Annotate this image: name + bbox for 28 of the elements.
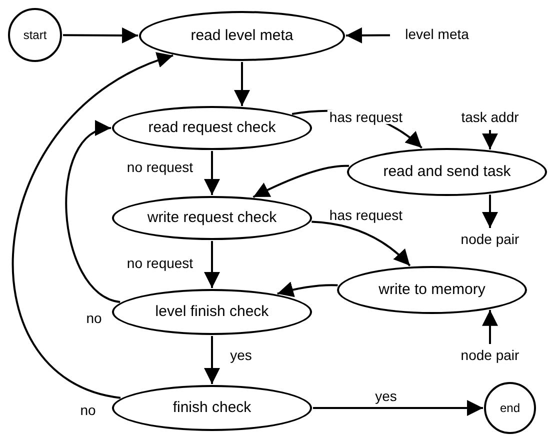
state-ellipse: read and send task (347, 148, 547, 196)
state-ellipse: level finish check (112, 289, 312, 335)
input-label: node pair (450, 230, 530, 250)
arrow (312, 220, 411, 266)
state-ellipse: write request check (112, 196, 312, 240)
arrow (482, 310, 498, 344)
arrow (204, 241, 220, 288)
state-ellipse: read request check (112, 106, 312, 150)
edge-label: has request (327, 208, 405, 222)
arrow (313, 400, 483, 416)
arrow (63, 27, 138, 44)
state-ellipse: finish check (112, 385, 312, 431)
edge-label: has request (327, 110, 405, 124)
arrow (234, 62, 250, 106)
arrow (482, 130, 498, 150)
arrow (346, 27, 390, 44)
edge-label: no request (124, 256, 196, 270)
arrow (204, 151, 220, 195)
arrow (252, 164, 350, 198)
arrow (482, 194, 498, 228)
edge-label: no request (124, 160, 196, 174)
state-ellipse: read level meta (139, 11, 345, 61)
arrow (204, 336, 220, 384)
arrow (277, 282, 338, 298)
input-label: level meta (392, 25, 482, 45)
state-ellipse: write to memory (337, 266, 527, 314)
input-label: task addr (450, 108, 530, 128)
input-label: node pair (450, 346, 530, 366)
